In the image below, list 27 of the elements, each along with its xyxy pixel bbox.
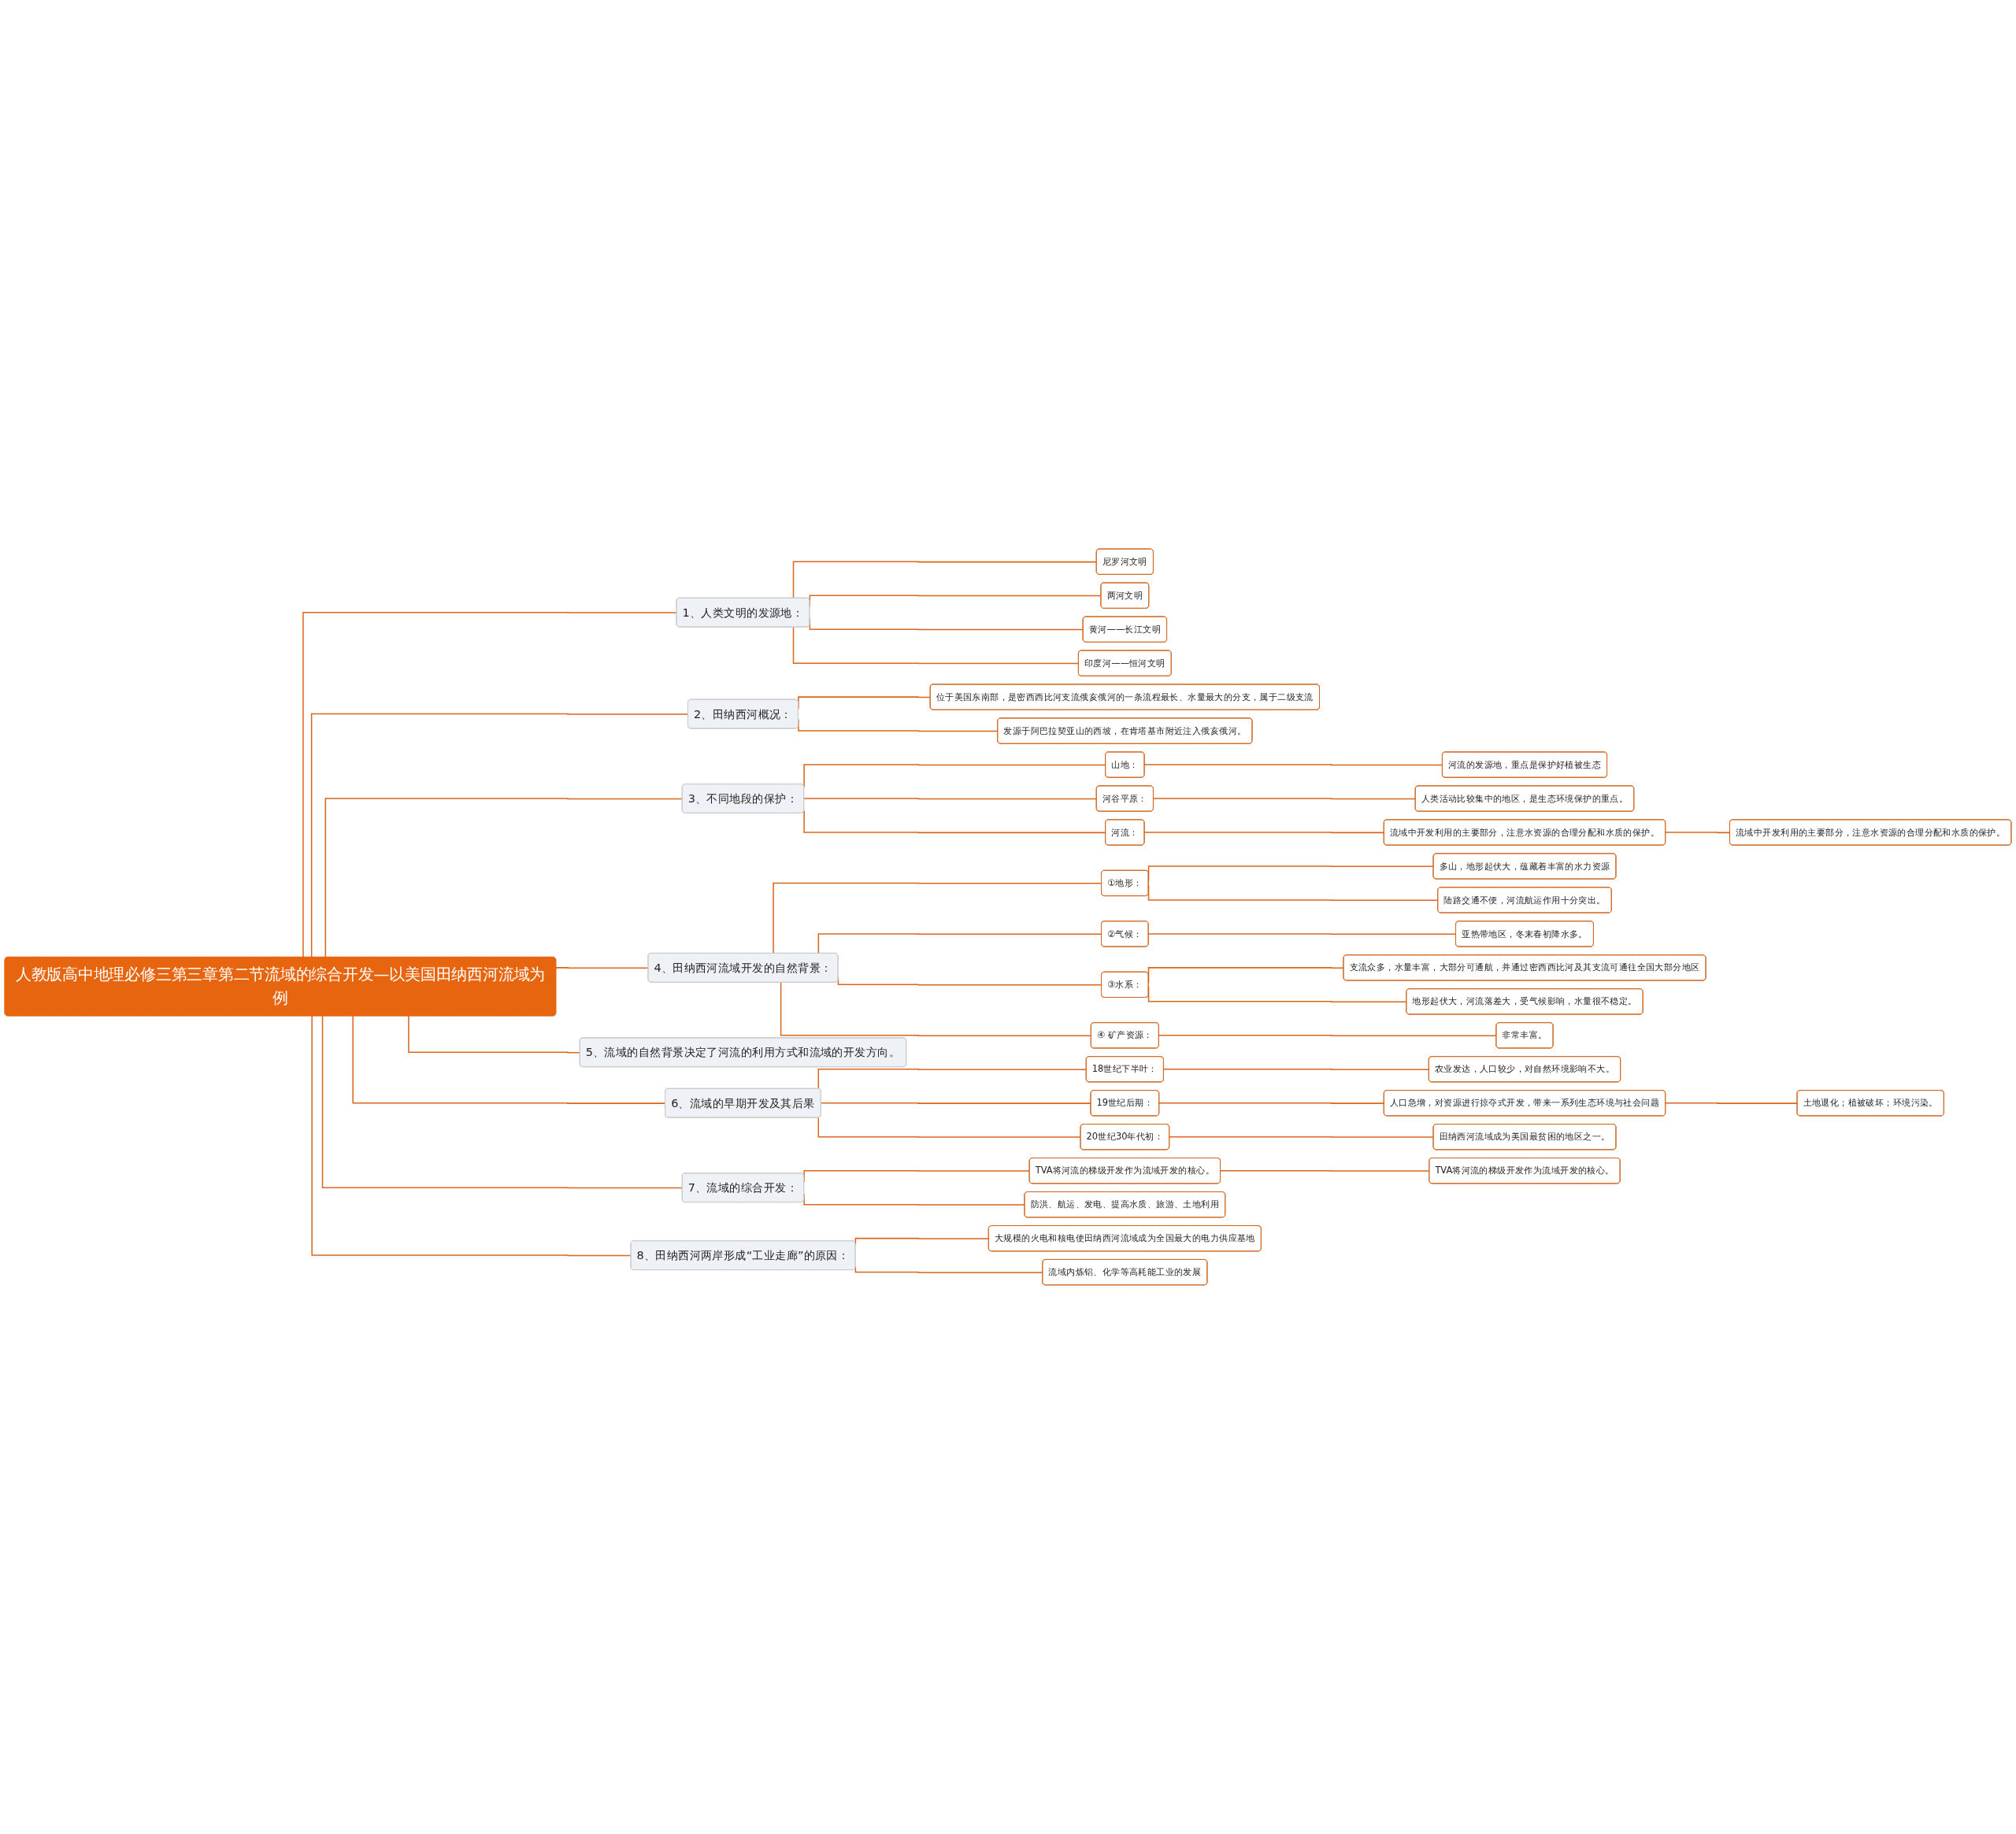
connector xyxy=(1143,764,1443,766)
connector xyxy=(773,882,1102,954)
connector xyxy=(792,626,1080,665)
connector xyxy=(1143,832,1385,834)
connector xyxy=(817,933,1102,954)
connector xyxy=(1169,1136,1435,1138)
connector xyxy=(803,810,1106,834)
connector xyxy=(324,798,684,958)
connector xyxy=(780,982,1092,1037)
connector xyxy=(302,612,678,958)
connector xyxy=(310,713,689,958)
connector xyxy=(1665,1102,1799,1104)
connector xyxy=(803,764,1106,788)
connector xyxy=(321,1015,684,1189)
connector xyxy=(854,1265,1043,1273)
connector xyxy=(1153,798,1417,800)
connector xyxy=(1158,1035,1497,1037)
connector xyxy=(817,1069,1088,1090)
connector xyxy=(792,561,1098,599)
connector xyxy=(352,1015,666,1104)
connector xyxy=(1158,1102,1385,1104)
connector xyxy=(803,798,1098,800)
connector xyxy=(1147,933,1457,936)
connector xyxy=(1665,832,1731,834)
connector xyxy=(408,1015,581,1054)
connector xyxy=(1220,1170,1430,1172)
connector xyxy=(1163,1069,1430,1070)
